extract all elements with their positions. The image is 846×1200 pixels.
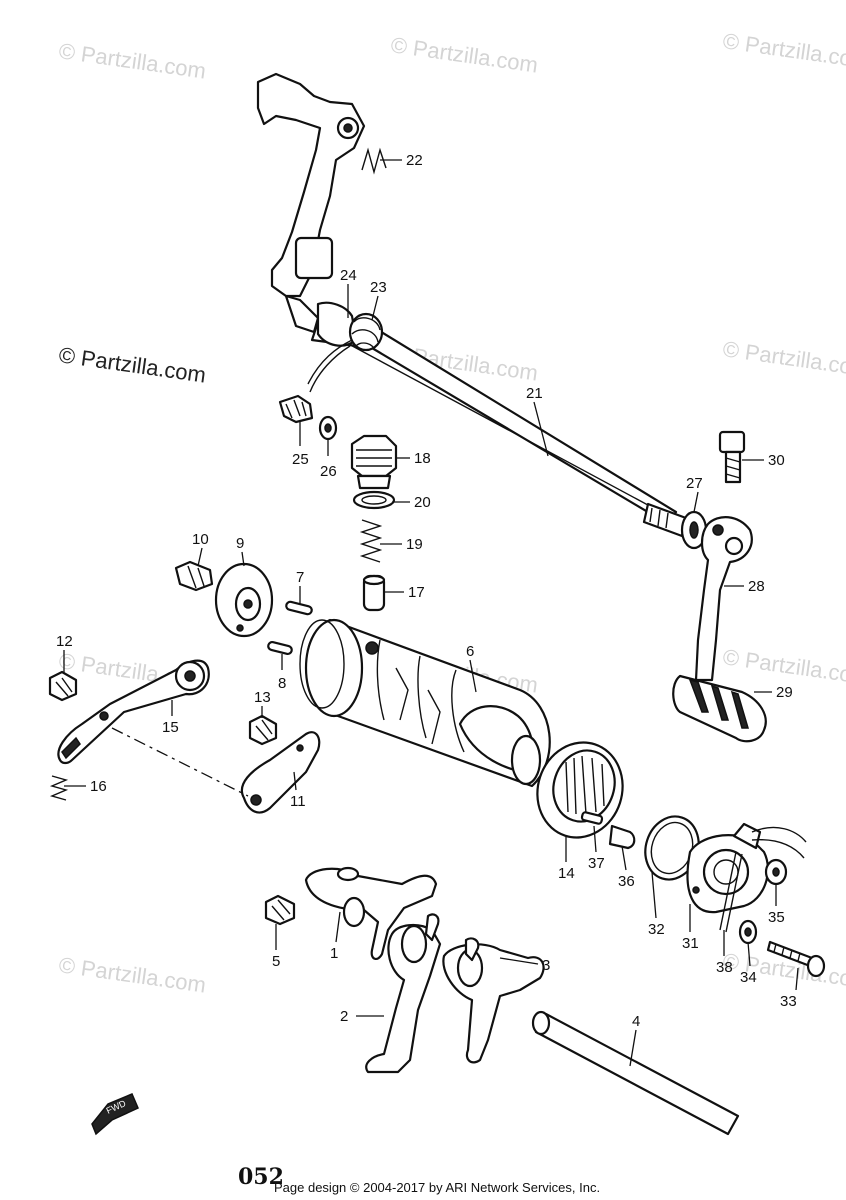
- bolt-33: [766, 940, 826, 978]
- bolt-5: [264, 894, 296, 926]
- callout-3: 3: [542, 957, 550, 974]
- washer-26: [318, 415, 338, 441]
- plate-11: [240, 731, 321, 814]
- spring-19: [359, 519, 383, 563]
- callout-24: 24: [340, 267, 357, 284]
- callout-20: 20: [414, 494, 431, 511]
- callout-21: 21: [526, 385, 543, 402]
- bearing-14: [536, 741, 624, 839]
- callout-27: 27: [686, 475, 703, 492]
- callout-29: 29: [776, 684, 793, 701]
- callout-34: 34: [740, 969, 757, 986]
- watermark: © Partzilla.com: [721, 28, 846, 73]
- callout-33: 33: [780, 993, 797, 1010]
- callout-37: 37: [588, 855, 605, 872]
- watermark: © Partzilla.com: [721, 644, 846, 689]
- spring-22: [361, 147, 387, 175]
- callout-19: 19: [406, 536, 423, 553]
- cam-stopper-15: [57, 659, 210, 765]
- callout-26: 26: [320, 463, 337, 480]
- callout-11: 11: [290, 793, 306, 810]
- page-number: 052: [238, 1164, 284, 1190]
- pin-37: [580, 811, 604, 825]
- callout-13: 13: [254, 689, 271, 706]
- callout-25: 25: [292, 451, 309, 468]
- callout-16: 16: [90, 778, 107, 795]
- bolt-30: [718, 430, 746, 484]
- callout-28: 28: [748, 578, 765, 595]
- callout-12: 12: [56, 633, 73, 650]
- callout-5: 5: [272, 953, 280, 970]
- plug-bolt-18: [350, 434, 398, 490]
- watermark: © Partzilla.com: [721, 336, 846, 381]
- fork-shaft-4: [531, 1010, 740, 1136]
- washer-34: [738, 919, 758, 945]
- spring-16: [49, 775, 69, 801]
- callout-1: 1: [330, 945, 338, 962]
- shift-fork-2: [365, 913, 442, 1074]
- callout-14: 14: [558, 865, 575, 882]
- callout-35: 35: [768, 909, 785, 926]
- callout-layer: 22 24 23 21 25 26 18 20 30 27 10 9 19 7 …: [56, 152, 797, 1030]
- leader-lines: [63, 159, 799, 1067]
- callout-15: 15: [162, 719, 179, 736]
- gasket-20: [352, 490, 396, 510]
- forward-arrow-icon: FWD: [91, 1093, 139, 1136]
- bolt-10: [174, 560, 214, 592]
- callout-10: 10: [192, 531, 209, 548]
- bolt-25: [278, 394, 314, 424]
- pin-36: [608, 824, 636, 850]
- bolt-13: [248, 714, 278, 746]
- pin-8: [267, 640, 293, 656]
- callout-2: 2: [340, 1008, 348, 1025]
- watermark: © Partzilla.com: [57, 38, 207, 83]
- footrest-rubber-29: [672, 674, 767, 743]
- watermark: © Partzilla.com: [57, 952, 207, 997]
- watermark: © Partzilla.com: [389, 32, 539, 77]
- callout-9: 9: [236, 535, 244, 552]
- callout-22: 22: [406, 152, 423, 169]
- pin-7: [285, 600, 313, 616]
- watermark: © Partzilla.com: [57, 342, 207, 387]
- callout-38: 38: [716, 959, 733, 976]
- page-footer: Page design © 2004-2017 by ARI Network S…: [274, 1180, 600, 1195]
- gearshift-cam-6: [299, 618, 551, 788]
- callout-31: 31: [682, 935, 699, 952]
- bolt-12: [48, 670, 78, 702]
- washer-27: [680, 510, 708, 550]
- shift-fork-3: [442, 937, 545, 1064]
- callout-6: 6: [466, 643, 474, 660]
- stopper-plate-9: [214, 562, 274, 638]
- neutral-switch-31: [686, 822, 807, 933]
- callout-7: 7: [296, 569, 304, 586]
- return-spring-23: [307, 312, 384, 393]
- callout-32: 32: [648, 921, 665, 938]
- callout-23: 23: [370, 279, 387, 296]
- callout-4: 4: [632, 1013, 640, 1030]
- callout-30: 30: [768, 452, 785, 469]
- callout-18: 18: [414, 450, 431, 467]
- callout-36: 36: [618, 873, 635, 890]
- washer-35: [764, 858, 788, 886]
- gear-change-lever-28: [694, 516, 753, 682]
- pin-17: [362, 574, 386, 612]
- callout-17: 17: [408, 584, 425, 601]
- callout-8: 8: [278, 675, 286, 692]
- shift-arm: [256, 72, 366, 347]
- shift-fork-1: [304, 866, 438, 960]
